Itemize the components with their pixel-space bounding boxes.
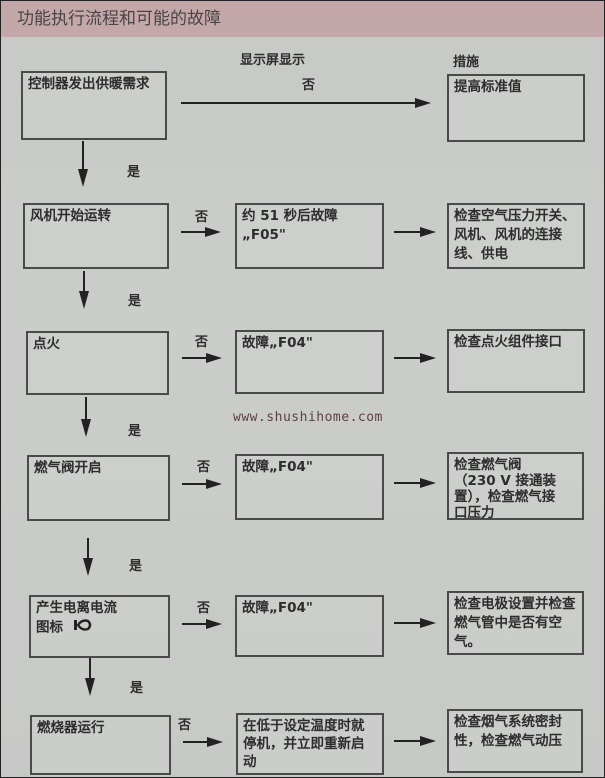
ionization-flame-icon (73, 618, 92, 637)
step-box-heating-demand: 控制器发出供暖需求 (21, 71, 167, 140)
step-box-ignition: 点火 (26, 331, 169, 395)
step-text: 控制器发出供暖需求 (28, 76, 150, 92)
yes-label: 是 (128, 424, 142, 439)
display-box-f05: 约 51 秒后故障 „F05" (235, 203, 384, 269)
measure-text: 检查燃气阀 (454, 457, 522, 473)
no-label: 否 (302, 78, 316, 93)
yes-label: 是 (127, 165, 141, 180)
arrow-right-icon (181, 227, 221, 237)
no-label: 否 (197, 601, 211, 616)
arrow-down-icon (78, 141, 88, 188)
measure-box-raise-setpoint: 提高标准值 (447, 74, 585, 142)
measure-text: 检查点火组件接口 (454, 334, 562, 350)
display-box-f04: 故障„F04" (235, 595, 384, 657)
arrow-down-icon (79, 271, 89, 311)
step-text: 产生电离电流 (36, 600, 117, 616)
arrow-down-icon (83, 538, 93, 578)
arrow-right-icon (181, 98, 431, 108)
measure-text: （230 V 接通装 (454, 473, 557, 489)
arrow-right-icon (182, 619, 222, 629)
no-label: 否 (195, 335, 209, 350)
yes-label: 是 (129, 559, 143, 574)
step-text: 燃烧器运行 (37, 720, 105, 736)
measure-text: 口压力 (454, 505, 495, 521)
measure-text: 检查烟气系统密封性，检查燃气动压 (454, 714, 562, 749)
display-text: 在低于设定温度时就停机，并立即重新启动 (243, 718, 365, 770)
step-box-ionization-current: 产生电离电流 图标 (29, 595, 170, 658)
step-box-gas-valve: 燃气阀开启 (27, 455, 170, 521)
step-box-fan-start: 风机开始运转 (23, 203, 169, 269)
arrow-right-icon (183, 737, 223, 747)
arrow-down-icon (81, 397, 91, 439)
display-box-restart: 在低于设定温度时就停机，并立即重新启动 (236, 713, 384, 775)
arrow-right-icon (182, 353, 222, 363)
arrow-right-icon (394, 227, 436, 237)
arrow-right-icon (394, 736, 436, 746)
display-box-f04: 故障„F04" (235, 330, 384, 394)
page-title: 功能执行流程和可能的故障 (1, 1, 604, 37)
measure-box-electrode-check: 检查电极设置并检查燃气管中是否有空气。 (447, 591, 584, 655)
step-box-burner-running: 燃烧器运行 (30, 715, 171, 775)
measure-text: 置），检查燃气接 (454, 489, 556, 505)
yes-label: 是 (128, 294, 142, 309)
yes-label: 是 (130, 681, 144, 696)
measure-text: 提高标准值 (454, 79, 522, 95)
arrow-right-icon (394, 618, 436, 628)
arrow-right-icon (182, 479, 222, 489)
arrow-down-icon (85, 658, 95, 698)
measures-column-header: 措施 (453, 55, 480, 70)
no-label: 否 (197, 460, 211, 475)
step-text: 点火 (33, 336, 60, 352)
step-text: 风机开始运转 (30, 208, 111, 224)
step-text: 图标 (36, 619, 63, 636)
step-text: 燃气阀开启 (34, 460, 102, 476)
watermark: www.shushihome.com (233, 410, 383, 425)
no-label: 否 (178, 718, 192, 733)
no-label: 否 (195, 210, 209, 225)
measure-text: 检查空气压力开关、风机、风机的连接线、供电 (454, 208, 576, 262)
display-box-f04: 故障„F04" (235, 454, 384, 520)
arrow-right-icon (394, 478, 436, 488)
measure-box-ignition-check: 检查点火组件接口 (447, 329, 585, 393)
display-text: 故障„F04" (242, 459, 313, 475)
measure-box-flue-check: 检查烟气系统密封性，检查燃气动压 (447, 709, 583, 773)
measure-box-gas-valve-check: 检查燃气阀 （230 V 接通装 置），检查燃气接 口压力 (447, 452, 584, 521)
measure-box-air-pressure: 检查空气压力开关、风机、风机的连接线、供电 (447, 203, 585, 269)
display-text: 故障„F04" (242, 335, 313, 351)
measure-text: 检查电极设置并检查燃气管中是否有空气。 (454, 596, 576, 650)
display-text: 约 51 秒后故障 (242, 208, 338, 224)
fault-code: „F05" (242, 227, 286, 243)
display-text: 故障„F04" (242, 600, 313, 616)
arrow-right-icon (394, 353, 436, 363)
display-column-header: 显示屏显示 (240, 53, 306, 68)
